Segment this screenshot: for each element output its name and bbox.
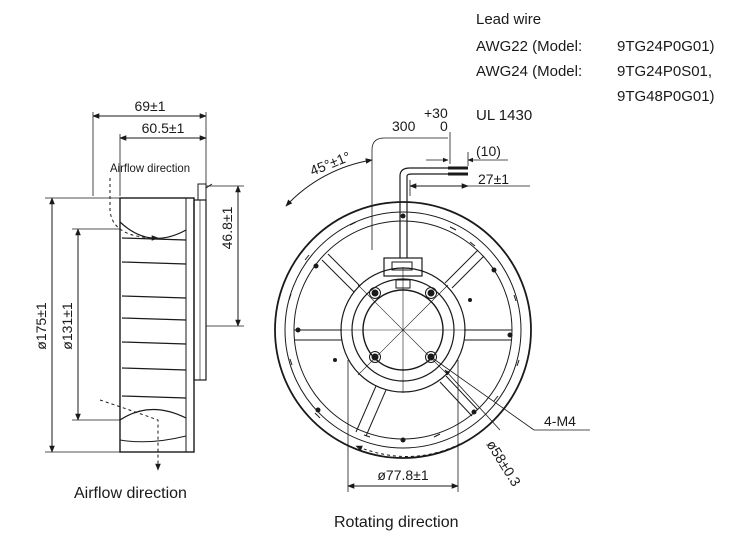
- awg24-models-1: 9TG24P0S01,: [617, 63, 712, 80]
- strip-length-dim: (10): [476, 143, 501, 159]
- overall-depth-dim: 69±1: [134, 98, 165, 114]
- side-view: 69±1 60.5±1 Airflow direction: [33, 98, 244, 502]
- lead-wire-notes: Lead wire AWG22 (Model: 9TG24P0G01) AWG2…: [476, 11, 715, 124]
- rotating-direction-label: Rotating direction: [334, 514, 459, 531]
- wire-length-tol-upper: +30: [424, 105, 448, 121]
- airflow-direction-top: Airflow direction: [110, 161, 190, 175]
- hub-diameter-dim: ø58±0.3: [483, 437, 524, 489]
- awg22-models: 9TG24P0G01): [617, 38, 715, 55]
- awg22-prefix: AWG22 (Model:: [476, 38, 582, 55]
- height-dim: 46.8±1: [219, 206, 235, 249]
- lead-wire-title: Lead wire: [476, 11, 541, 28]
- body-depth-dim: 60.5±1: [142, 120, 185, 136]
- mount-holes-dim: 4-M4: [544, 413, 576, 429]
- outer-diameter-dim: ø175±1: [33, 302, 49, 350]
- inner-diameter-dim: ø131±1: [59, 302, 75, 350]
- airflow-direction-bottom: Airflow direction: [74, 485, 187, 502]
- ul-standard: UL 1430: [476, 107, 532, 124]
- wire-length-dim: 300: [392, 118, 416, 134]
- lead-length-dim: 27±1: [478, 171, 509, 187]
- angle-dim: 45°±1°: [308, 148, 353, 179]
- front-view: 300 +30 0 45°±1° (10) 27±1 4-M4 ø58±0.3 …: [274, 105, 590, 531]
- wire-length-tol-lower: 0: [440, 118, 448, 134]
- awg24-prefix: AWG24 (Model:: [476, 63, 582, 80]
- pcd-diameter-dim: ø77.8±1: [377, 467, 428, 483]
- awg24-models-2: 9TG48P0G01): [617, 88, 715, 105]
